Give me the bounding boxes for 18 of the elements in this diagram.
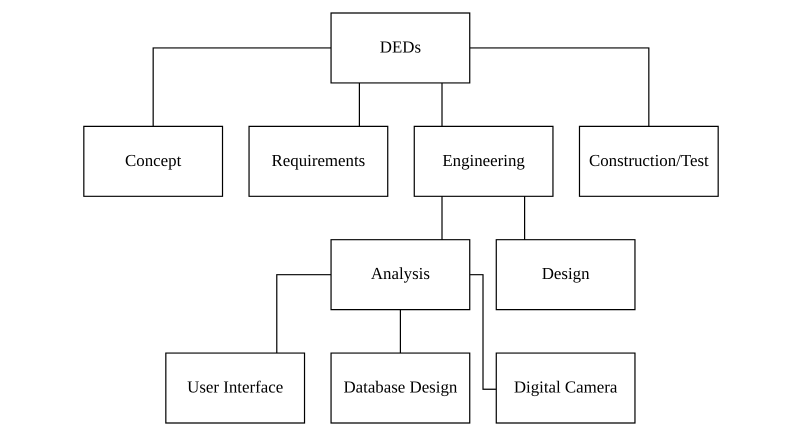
node-box: Digital Camera (496, 352, 636, 424)
node-box: Engineering (414, 126, 554, 197)
connector (470, 47, 650, 126)
connector (152, 47, 331, 126)
node-box: User Interface (165, 352, 306, 424)
connector (400, 310, 401, 353)
node-box: Concept (83, 126, 224, 197)
connector (358, 83, 360, 126)
node-box: Design (496, 239, 636, 310)
connector (276, 274, 331, 353)
connector (441, 196, 443, 240)
node-box: Requirements (248, 126, 388, 197)
connector (441, 83, 443, 126)
node-box: DEDs (330, 12, 470, 84)
node-box: Analysis (330, 239, 470, 310)
node-box: Construction/Test (578, 126, 719, 197)
connector (524, 196, 526, 240)
node-box: Database Design (330, 352, 470, 424)
